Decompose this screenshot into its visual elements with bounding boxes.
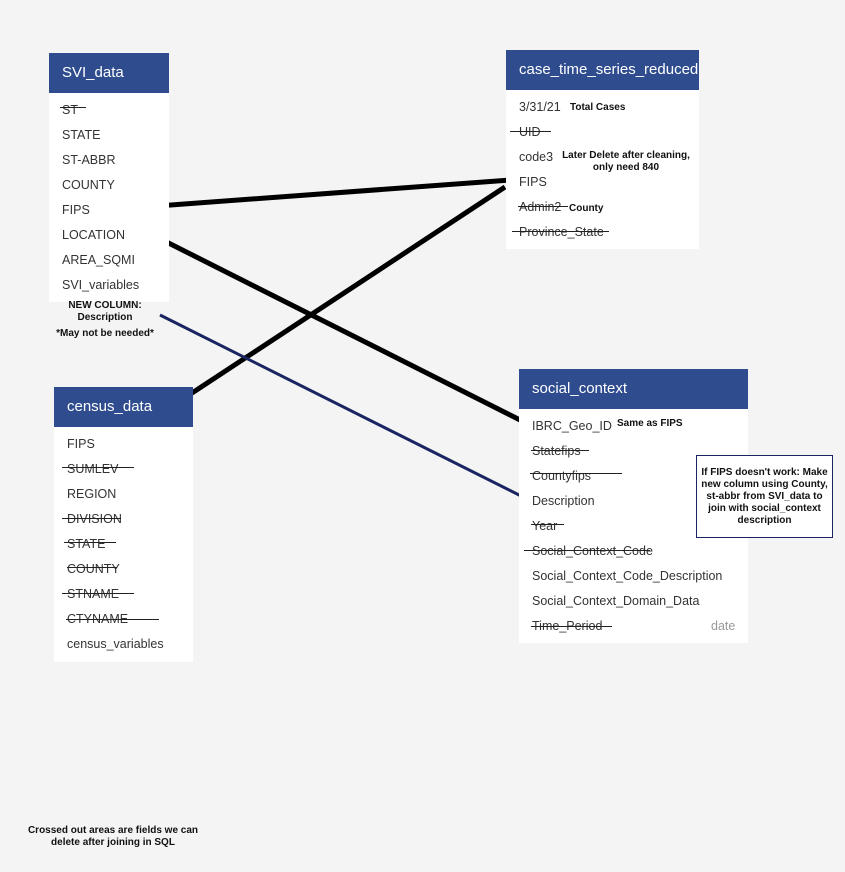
svi-field-area-sqmi: AREA_SQMI <box>62 253 135 267</box>
case-time-series-table[interactable]: case_time_series_reduced 3/31/21 UID cod… <box>506 50 699 249</box>
strike-social-time-period <box>531 626 612 627</box>
strike-census-stname <box>62 593 134 594</box>
social-field-countyfips: Countyfips <box>532 469 592 483</box>
census-field-census-variables: census_variables <box>67 637 164 651</box>
case-time-series-title: case_time_series_reduced <box>506 50 699 90</box>
census-field-state: STATE <box>67 537 106 551</box>
strike-census-division <box>62 518 121 519</box>
social-date-tag: date <box>711 619 736 633</box>
social-context-title: social_context <box>519 369 748 409</box>
strike-cases-admin2 <box>518 206 568 207</box>
legend-note: Crossed out areas are fields we can dele… <box>20 825 206 849</box>
svi-note-line1: NEW COLUMN: <box>68 300 142 311</box>
strike-social-context-code <box>524 550 650 551</box>
cases-later-line2: only need 840 <box>592 162 660 173</box>
social-field-statefips: Statefips <box>532 444 581 458</box>
cases-later-line1: Later Delete after cleaning, <box>562 150 690 161</box>
census-field-sumlev: SUMLEV <box>67 462 119 476</box>
cases-field-code3: code3 <box>519 150 554 164</box>
svi-new-column-note: NEW COLUMN: Description *May not be need… <box>50 300 160 340</box>
svi-note-line2: Description <box>77 312 133 323</box>
cases-field-province-state: Province_State <box>519 225 604 239</box>
strike-social-countyfips <box>530 473 622 474</box>
social-context-table[interactable]: social_context IBRC_Geo_ID Statefips Cou… <box>519 369 748 643</box>
svi-field-location: LOCATION <box>62 228 125 242</box>
cases-later-note: Later Delete after cleaning, only need 8… <box>560 150 692 174</box>
cases-field-date: 3/31/21 <box>519 100 561 114</box>
strike-census-county <box>67 567 117 568</box>
strike-social-year <box>531 524 564 525</box>
svi-field-st-abbr: ST-ABBR <box>62 153 116 167</box>
strike-census-state <box>64 542 116 543</box>
census-field-county: COUNTY <box>67 562 120 576</box>
cases-total-note: Total Cases <box>570 102 626 113</box>
census-field-region: REGION <box>67 487 117 501</box>
svi-data-table[interactable]: SVI_data ST STATE ST-ABBR COUNTY FIPS LO… <box>49 53 169 302</box>
census-field-fips: FIPS <box>67 437 95 451</box>
svi-note-line3: *May not be needed* <box>56 328 154 339</box>
strike-svi-st <box>60 107 86 108</box>
join-svi-fips-to-cases-fips <box>102 177 511 213</box>
social-field-year: Year <box>532 519 558 533</box>
social-field-description: Description <box>532 494 595 508</box>
strike-census-sumlev <box>62 467 134 468</box>
svi-field-county: COUNTY <box>62 178 115 192</box>
strike-cases-province-state <box>512 231 609 232</box>
census-data-title: census_data <box>54 387 193 427</box>
svi-field-fips: FIPS <box>62 203 90 217</box>
social-field-ibrc-geo-id: IBRC_Geo_ID <box>532 419 612 433</box>
strike-census-ctyname <box>66 619 159 620</box>
svi-field-st: ST <box>62 103 78 117</box>
census-data-table[interactable]: census_data FIPS SUMLEV REGION DIVISION … <box>54 387 193 662</box>
svi-data-title: SVI_data <box>49 53 169 93</box>
join-svi-fips-to-social-ibrc <box>101 207 530 427</box>
legend-line2: delete after joining in SQL <box>51 837 175 848</box>
cases-county-note: County <box>569 203 604 214</box>
svi-field-svi-variables: SVI_variables <box>62 278 140 292</box>
cases-field-fips: FIPS <box>519 175 547 189</box>
fips-fallback-callout: If FIPS doesn't work: Make new column us… <box>696 455 833 538</box>
social-field-context-code: Social_Context_Code <box>532 544 653 558</box>
cases-field-uid: UID <box>519 125 541 139</box>
svi-field-state: STATE <box>62 128 101 142</box>
social-same-as-fips-note: Same as FIPS <box>617 418 683 429</box>
census-field-stname: STNAME <box>67 587 120 601</box>
strike-cases-uid <box>510 131 551 132</box>
cases-field-admin2: Admin2 <box>519 200 562 214</box>
strike-social-statefips <box>531 450 589 451</box>
legend-line1: Crossed out areas are fields we can <box>27 825 199 836</box>
census-field-division: DIVISION <box>67 512 122 526</box>
social-field-context-code-description: Social_Context_Code_Description <box>532 569 723 583</box>
link-svi-description-to-social-description <box>159 313 528 501</box>
social-field-context-domain-data: Social_Context_Domain_Data <box>532 594 700 608</box>
